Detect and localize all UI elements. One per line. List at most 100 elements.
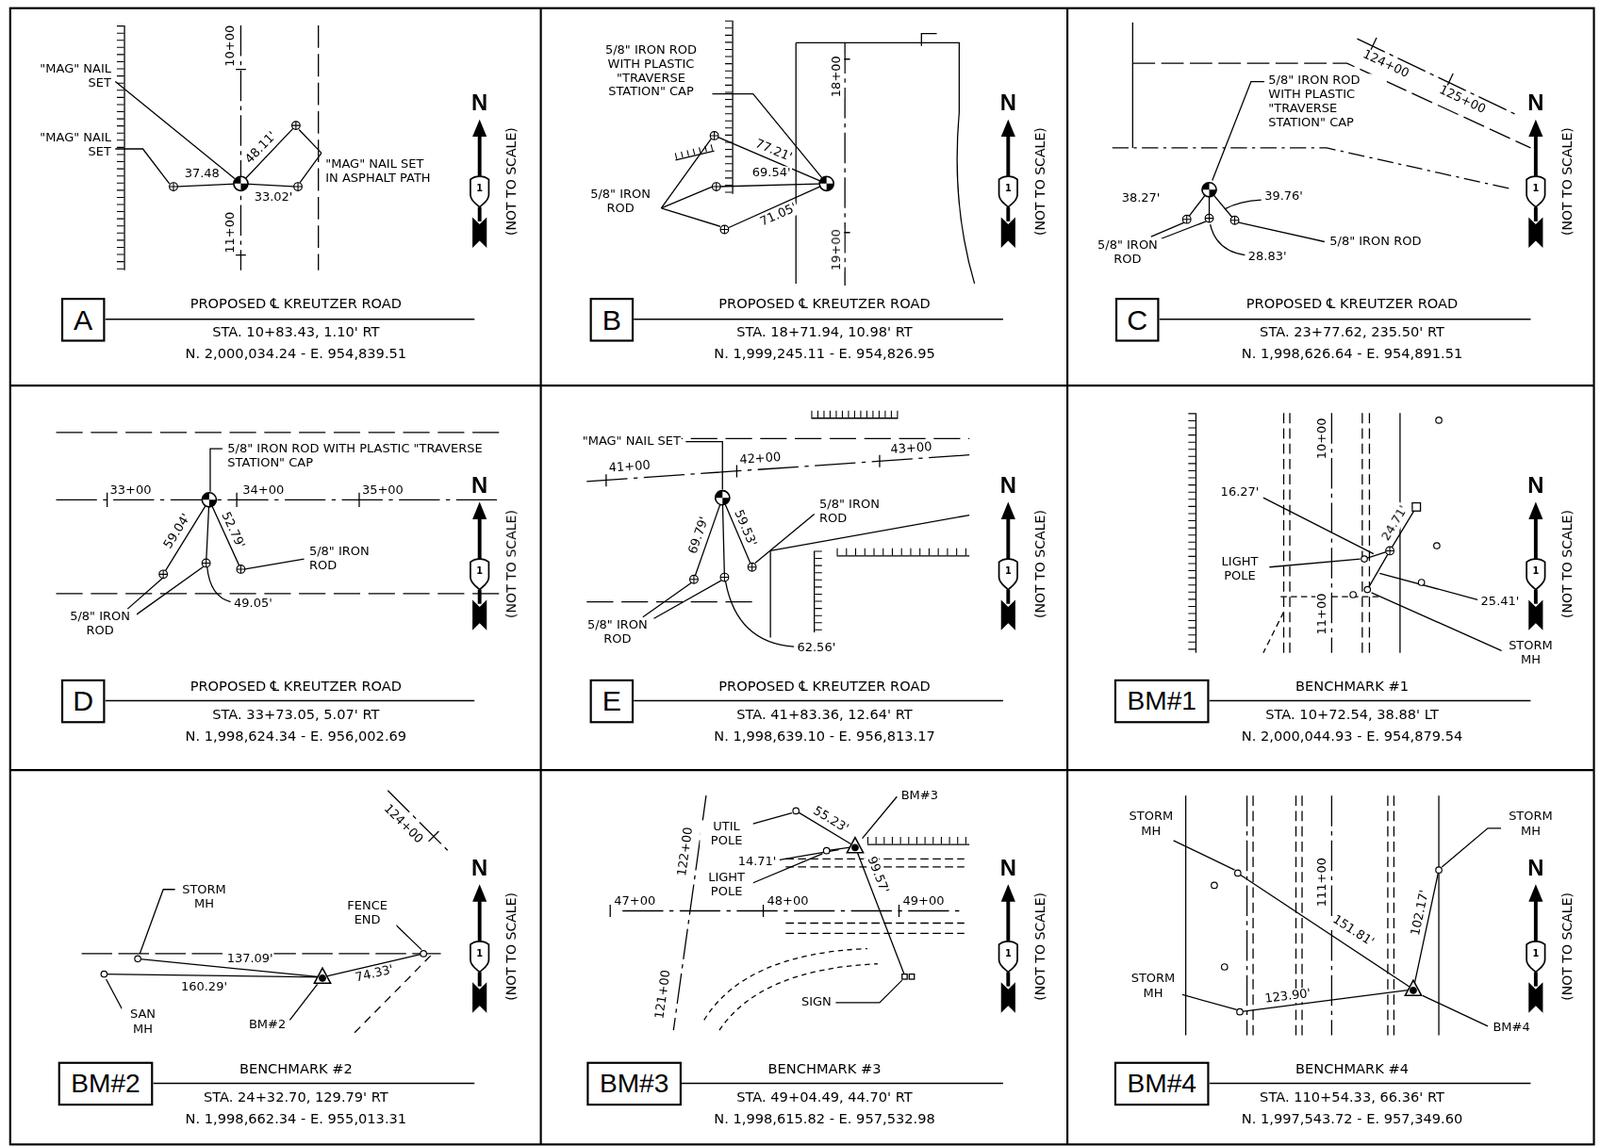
survey-label: 137.09'	[226, 952, 275, 967]
survey-label: 151.81'	[1329, 912, 1378, 951]
survey-label: 52.79'	[217, 509, 248, 552]
panel-e-sketch	[586, 413, 970, 647]
location-text: BENCHMARK #3	[766, 1061, 882, 1078]
survey-label: 5/8" IRON ROD	[580, 187, 660, 216]
route-shield-number: 1	[476, 183, 483, 195]
survey-label: 5/8" IRON ROD WITH PLASTIC "TRAVERSE STA…	[591, 43, 711, 100]
survey-label: 5/8" IRON ROD WITH PLASTIC "TRAVERSE STA…	[1267, 73, 1387, 131]
survey-label: 43+00	[889, 440, 934, 458]
route-shield-number: 1	[1005, 183, 1012, 195]
location-text: STA. 10+83.43, 1.10' RT	[211, 324, 380, 341]
survey-label: 38.27'	[1121, 192, 1162, 207]
survey-label: "MAG" NAIL SET	[23, 131, 113, 160]
survey-label: 5/8" IRON ROD	[308, 544, 382, 574]
detail-tag-box: BM#4	[1114, 1062, 1210, 1107]
survey-label: STORM MH	[1501, 810, 1561, 840]
north-letter: N	[1526, 90, 1545, 116]
survey-label: 59.53'	[730, 507, 760, 550]
route-shield-number: 1	[476, 948, 483, 959]
survey-label: 16.27'	[1220, 485, 1261, 500]
detail-tag: E	[602, 685, 622, 719]
scale-note: (NOT TO SCALE)	[504, 891, 520, 1003]
survey-label: FENCE END	[338, 899, 397, 928]
north-letter: N	[999, 90, 1018, 116]
detail-tag: A	[73, 303, 93, 337]
benchmark-2-sketch	[82, 791, 450, 1037]
survey-label: 10+00	[223, 24, 238, 68]
route-shield-number: 1	[1532, 565, 1539, 577]
survey-label: STORM MH	[1501, 639, 1561, 668]
detail-tag: BM#1	[1126, 685, 1197, 718]
detail-tag: BM#2	[70, 1068, 141, 1101]
location-text: N. 1,998,626.64 - E. 954,891.51	[1240, 346, 1465, 363]
location-text: BENCHMARK #2	[238, 1061, 354, 1078]
detail-tag-box: B	[590, 297, 635, 343]
survey-label: 42+00	[738, 450, 783, 468]
survey-label: 39.76'	[1263, 189, 1304, 204]
survey-label: 99.57'	[863, 854, 891, 897]
survey-label: 35+00	[361, 483, 405, 498]
scale-note: (NOT TO SCALE)	[1560, 126, 1576, 237]
survey-label: STORM MH	[1123, 973, 1183, 1002]
survey-label: "MAG" NAIL SET	[581, 434, 682, 449]
survey-label: 5/8" IRON ROD WITH PLASTIC "TRAVERSE STA…	[226, 442, 535, 471]
survey-label: "MAG" NAIL SET	[23, 62, 113, 91]
north-letter: N	[1526, 855, 1545, 881]
survey-label: 11+00	[1315, 592, 1330, 636]
survey-label: 41+00	[607, 459, 652, 477]
survey-label: LIGHT POLE	[699, 872, 753, 901]
detail-tag: D	[72, 685, 94, 719]
survey-label: 102.17'	[1408, 888, 1433, 939]
survey-label: 47+00	[612, 894, 657, 909]
survey-label: 37.48	[183, 167, 221, 182]
benchmark-3-sketch	[610, 795, 970, 1031]
detail-tag-box: BM#2	[58, 1062, 154, 1107]
survey-label: 18+00	[829, 54, 844, 99]
survey-label: 5/8" IRON ROD	[1090, 238, 1165, 267]
route-shield-number: 1	[476, 565, 483, 577]
location-text: PROPOSED ℄ KREUTZER ROAD	[1245, 296, 1460, 313]
location-text: N. 1,998,624.34 - E. 956,002.69	[184, 728, 409, 745]
north-letter: N	[999, 855, 1018, 881]
location-text: STA. 49+04.49, 44.70' RT	[735, 1089, 914, 1106]
north-letter: N	[470, 472, 489, 498]
location-text: STA. 110+54.33, 66.36' RT	[1258, 1089, 1446, 1106]
survey-label: 5/8" IRON ROD	[580, 618, 655, 647]
scale-note: (NOT TO SCALE)	[1033, 509, 1049, 620]
location-text: N. 1,999,245.11 - E. 954,826.95	[712, 346, 937, 363]
detail-tag-box: A	[61, 297, 106, 343]
survey-label: 5/8" IRON ROD	[63, 610, 137, 639]
survey-label: BM#4	[1491, 1021, 1531, 1036]
survey-label: 49.05'	[232, 596, 274, 611]
survey-label: "MAG" NAIL SET IN ASPHALT PATH	[324, 157, 434, 186]
location-text: STA. 24+32.70, 129.79' RT	[202, 1089, 390, 1106]
location-text: STA. 41+83.36, 12.64' RT	[735, 707, 914, 724]
survey-label: 111+00	[1315, 857, 1330, 908]
location-text: N. 2,000,044.93 - E. 954,879.54	[1240, 728, 1465, 745]
scale-note: (NOT TO SCALE)	[1560, 891, 1576, 1003]
location-text: PROPOSED ℄ KREUTZER ROAD	[189, 678, 404, 695]
location-text: STA. 23+77.62, 235.50' RT	[1258, 324, 1446, 341]
detail-tag-box: BM#3	[586, 1062, 682, 1107]
survey-label: 69.54'	[751, 166, 792, 182]
survey-label: 5/8" IRON ROD	[1328, 234, 1422, 249]
north-letter: N	[1526, 472, 1545, 498]
survey-label: 122+00	[675, 825, 696, 879]
scale-note: (NOT TO SCALE)	[1560, 509, 1576, 620]
survey-label: 69.79'	[685, 513, 712, 557]
detail-tag-box: BM#1	[1114, 679, 1210, 725]
detail-tag: BM#3	[599, 1068, 670, 1101]
survey-label: 33+00	[108, 483, 152, 498]
location-text: N. 1,998,615.82 - E. 957,532.98	[712, 1111, 937, 1128]
survey-label: STORM MH	[1121, 810, 1181, 840]
survey-label: 125+00	[1435, 82, 1489, 118]
survey-label: LIGHT POLE	[1210, 555, 1270, 584]
survey-label: 28.83'	[1247, 249, 1288, 264]
survey-label: SAN MH	[121, 1008, 165, 1038]
location-text: N. 1,997,543.72 - E. 957,349.60	[1240, 1111, 1465, 1128]
route-shield-number: 1	[1005, 565, 1012, 577]
location-text: N. 2,000,034.24 - E. 954,839.51	[184, 346, 409, 363]
north-letter: N	[470, 855, 489, 881]
